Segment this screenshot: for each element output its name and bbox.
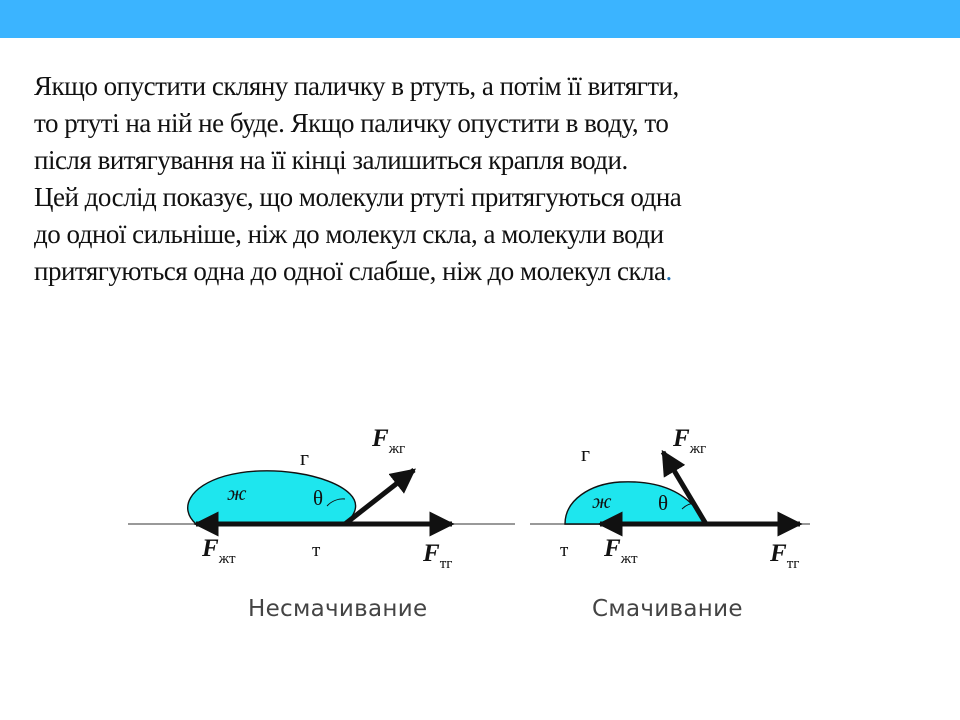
right-solid-label: т — [560, 540, 569, 561]
left-angle-arc — [326, 498, 346, 507]
left-angle-label: θ — [313, 486, 323, 510]
left-force-sg-label: Fтг — [422, 540, 452, 572]
right-force-sg-label: Fтг — [769, 540, 799, 572]
right-force-lg-label: Fжг — [672, 425, 706, 457]
right-caption: Смачивание — [592, 596, 743, 622]
left-caption: Несмачивание — [248, 596, 428, 622]
paragraph-line: притягуються одна до одної слабше, ніж д… — [34, 253, 934, 290]
non-wetting-panel: г ж θ т Fжг Fжт Fтг — [128, 425, 515, 572]
paragraph-period: . — [665, 256, 673, 286]
left-force-lg-label: Fжг — [371, 425, 405, 457]
paragraph-line: то ртуті на ній не буде. Якщо паличку оп… — [34, 108, 669, 138]
left-solid-label: т — [312, 540, 321, 561]
paragraph-line: після витягування на її кінці залишиться… — [34, 145, 628, 175]
paragraph-line: Цей дослід показує, що молекули ртуті пр… — [34, 182, 682, 212]
left-force-ls-label: Fжт — [201, 535, 236, 567]
paragraph-line-text: притягуються одна до одної слабше, ніж д… — [34, 256, 666, 286]
left-drop — [187, 470, 357, 525]
top-accent-bar — [0, 0, 960, 38]
left-force-lg-arrow — [343, 468, 416, 526]
paragraph-line: до одної сильніше, ніж до молекул скла, … — [34, 219, 664, 249]
left-gas-label: г — [300, 445, 309, 470]
right-gas-label: г — [581, 441, 590, 466]
paragraph: Якщо опустити скляну паличку в ртуть, а … — [34, 68, 934, 290]
wetting-panel: г ж θ т Fжг Fжт Fтг — [530, 425, 810, 572]
paragraph-line: Якщо опустити скляну паличку в ртуть, а … — [34, 71, 679, 101]
right-force-ls-label: Fжт — [603, 535, 638, 567]
right-angle-label: θ — [658, 491, 668, 515]
right-liquid-label: ж — [592, 489, 612, 513]
right-force-lg-arrow — [660, 449, 709, 526]
left-liquid-label: ж — [227, 481, 247, 505]
